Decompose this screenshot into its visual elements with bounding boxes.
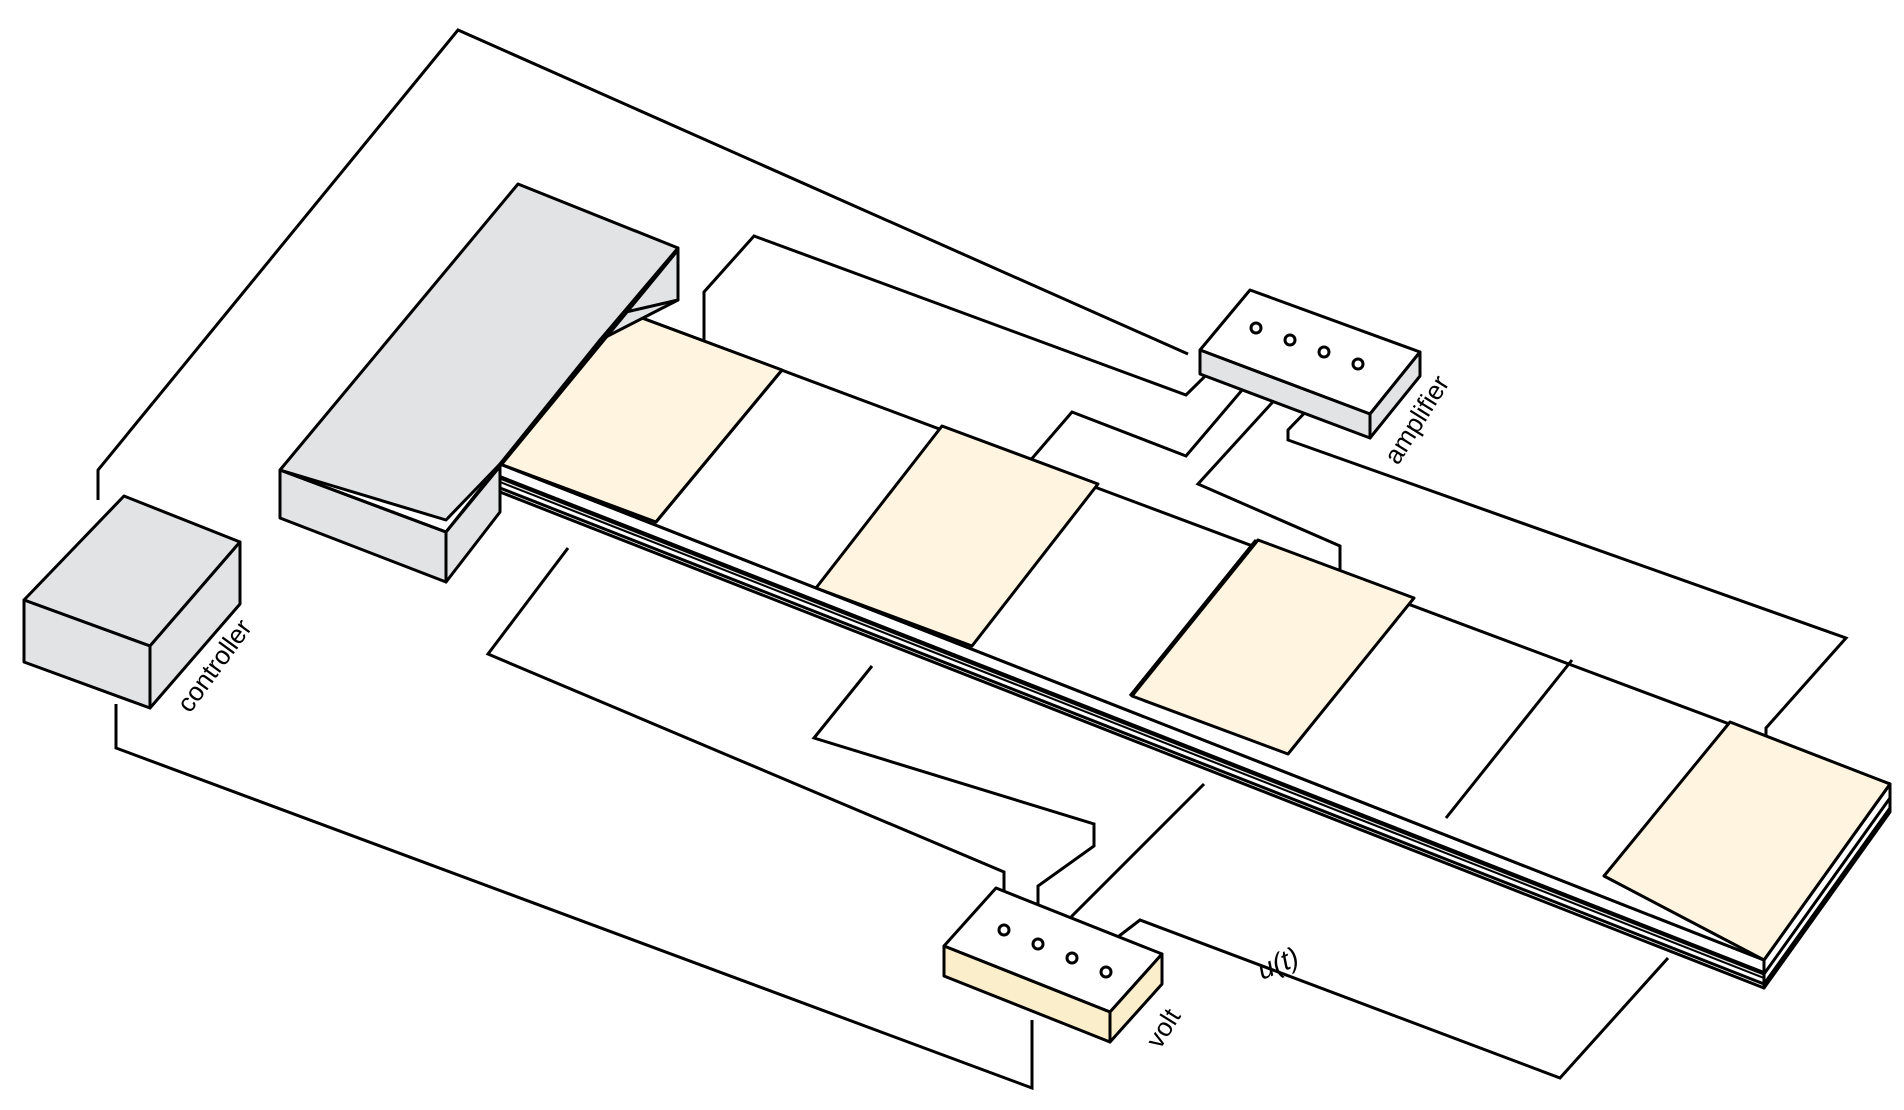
clamp-edge bbox=[279, 468, 447, 534]
amplifier-side bbox=[1368, 350, 1422, 440]
volt-terminal-2 bbox=[1031, 937, 1045, 951]
volt-side bbox=[1108, 952, 1164, 1044]
beam bbox=[498, 310, 1892, 990]
clamp-block bbox=[278, 182, 680, 584]
clamp-right bbox=[598, 246, 680, 342]
amplifier-terminal-1 bbox=[1249, 321, 1263, 335]
amplifier-terminals bbox=[1249, 321, 1365, 371]
wire-controller-to-amplifier bbox=[96, 28, 1189, 500]
piezo-patch-2 bbox=[814, 424, 1100, 648]
beam-divider-2 bbox=[1128, 539, 1258, 697]
beam-layer-line-a bbox=[499, 476, 1765, 976]
piezo-patch-3 bbox=[1130, 538, 1416, 756]
volt-terminals bbox=[997, 923, 1113, 979]
wire-controller-to-volt bbox=[114, 704, 1034, 1091]
volt-terminal-4 bbox=[1099, 965, 1113, 979]
volt-terminal-3 bbox=[1065, 951, 1079, 965]
controller-box: controller bbox=[22, 494, 258, 718]
volt-terminal-1 bbox=[997, 923, 1011, 937]
wire-volt-signal bbox=[1104, 918, 1670, 1080]
beam-divider-1 bbox=[654, 369, 784, 523]
volt-label: volt bbox=[1140, 1002, 1187, 1053]
beam-end-layer-b bbox=[1762, 807, 1892, 985]
beam-end-layer-a bbox=[1762, 797, 1892, 975]
amplifier-terminal-3 bbox=[1317, 345, 1331, 359]
piezo-patch-4 bbox=[1602, 720, 1892, 962]
clamp-top bbox=[278, 182, 680, 522]
beam-divider-3 bbox=[1444, 659, 1574, 819]
volt-box: volt bbox=[942, 886, 1187, 1053]
amplifier-terminal-4 bbox=[1351, 357, 1365, 371]
wire-volt-2 bbox=[811, 665, 1096, 930]
beam-layer-line-b bbox=[499, 486, 1765, 986]
amplifier-box: amplifier bbox=[1198, 288, 1455, 469]
clamp-edge-2 bbox=[444, 249, 680, 533]
amplifier-terminal-2 bbox=[1283, 333, 1297, 347]
controller-side bbox=[148, 540, 242, 710]
